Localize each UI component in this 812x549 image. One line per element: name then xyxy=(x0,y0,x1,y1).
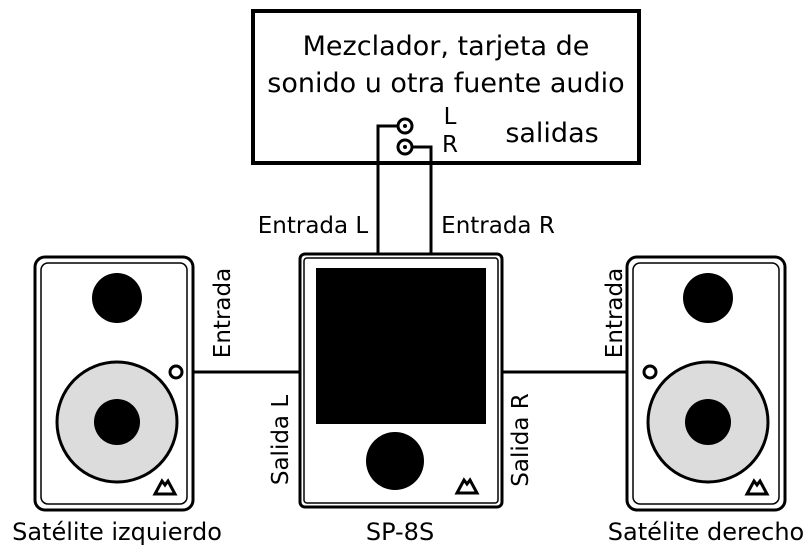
mountain-logo-icon xyxy=(152,478,178,496)
subwoofer-port xyxy=(366,432,424,490)
rca-jack-icon xyxy=(642,364,658,380)
rca-jack-l xyxy=(396,117,414,135)
source-box-frame xyxy=(251,9,641,165)
left-satellite-speaker xyxy=(33,255,195,512)
left-speaker-input-label: Entrada xyxy=(210,268,236,358)
rca-jack-icon xyxy=(168,364,184,380)
source-title-line2: sonido u otra fuente audio xyxy=(267,68,624,99)
right-woofer-cap xyxy=(685,399,731,445)
rca-jack-r xyxy=(396,138,414,156)
subwoofer-display-panel xyxy=(316,268,486,424)
cable-right-input xyxy=(406,145,433,253)
input-r-label: Entrada R xyxy=(441,213,555,239)
right-satellite-caption: Satélite derecho xyxy=(608,518,804,546)
input-cables xyxy=(376,124,433,253)
jack-r-label: R xyxy=(442,132,458,158)
input-l-label: Entrada L xyxy=(258,213,369,239)
audio-source-box: Mezclador, tarjeta de sonido u otra fuen… xyxy=(251,9,641,165)
right-tweeter xyxy=(683,273,733,323)
right-speaker-input-label: Entrada xyxy=(602,268,628,358)
output-r-label: Salida R xyxy=(508,393,534,486)
left-woofer-cap xyxy=(94,399,140,445)
right-satellite-speaker xyxy=(625,255,787,512)
source-title-line1: Mezclador, tarjeta de xyxy=(303,31,590,62)
output-l-label: Salida L xyxy=(268,395,294,485)
subwoofer-unit xyxy=(298,252,504,509)
jack-l-label: L xyxy=(444,104,457,130)
mountain-logo-icon xyxy=(454,474,480,495)
subwoofer-caption: SP-8S xyxy=(366,518,434,546)
left-tweeter xyxy=(92,273,142,323)
outputs-label: salidas xyxy=(505,118,598,149)
mountain-logo-icon xyxy=(744,478,770,496)
left-satellite-caption: Satélite izquierdo xyxy=(12,518,222,546)
cable-left-input xyxy=(376,124,401,253)
